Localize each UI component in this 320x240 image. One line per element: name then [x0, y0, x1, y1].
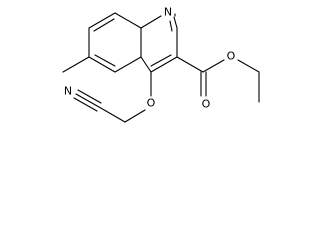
bond-nitrile-triple-a	[75, 93, 100, 108]
bond-nitrile-triple-b	[77, 89, 102, 104]
bond-nitrile-triple-c	[73, 97, 98, 112]
ester-carbonyl-oxygen-label: O	[202, 98, 211, 111]
bond-c3-c4-double	[150, 54, 172, 67]
bond-oether-ch2-cyano	[124, 109, 146, 123]
bond-c4-c4a	[140, 56, 152, 73]
bond-carbonyl-oether	[202, 59, 225, 73]
bond-c6-methyl	[62, 56, 90, 73]
ether-oxygen-label: O	[147, 97, 156, 110]
bond-c3-carbonyl	[176, 56, 204, 73]
bond-c6-c5	[88, 56, 116, 73]
bond-c8-c7-double	[93, 18, 115, 32]
bond-n1-c2-main	[173, 16, 178, 29]
bond-c5-c4a	[114, 56, 142, 73]
bond-ch2-c-nitrile	[98, 106, 126, 123]
bond-n1-c2-inner	[169, 20, 173, 32]
nitrile-nitrogen-label: N	[64, 85, 72, 98]
bond-c8-c7	[88, 12, 116, 29]
chemical-structure-diagram: N O O O N	[62, 6, 260, 123]
bond-oether-ch2	[237, 59, 260, 73]
bond-c8-c8a	[114, 12, 142, 29]
bond-c3-c4	[150, 56, 178, 73]
bond-c6-c5-double	[94, 54, 116, 67]
bond-c8a-n1	[140, 15, 162, 29]
ester-ether-oxygen-label: O	[227, 50, 236, 63]
ring-nitrogen-label: N	[164, 6, 172, 19]
